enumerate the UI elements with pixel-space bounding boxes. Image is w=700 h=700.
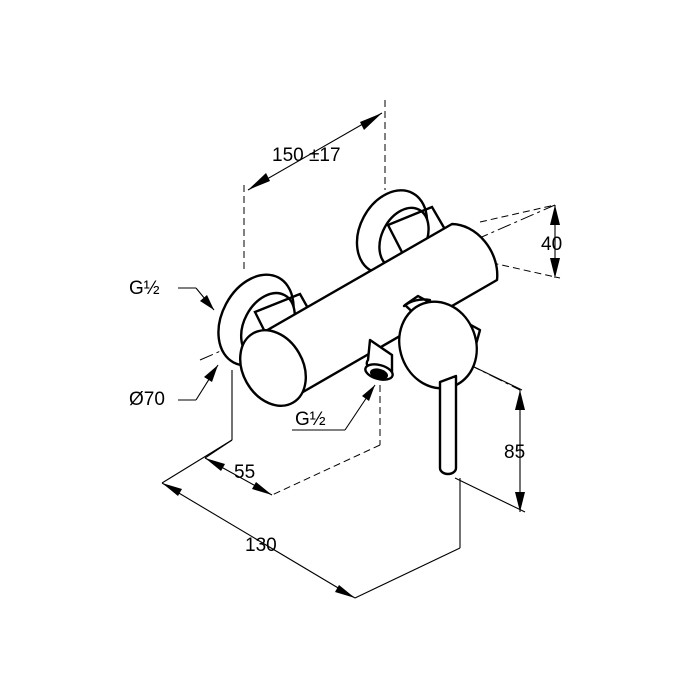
dim-label-diameter: Ø70 — [129, 389, 165, 410]
dim-label-depth-outlet: 55 — [234, 462, 255, 483]
dimension-arrows — [161, 112, 560, 599]
dim-label-height-lever: 85 — [504, 442, 525, 463]
dim-label-thread-bottom: G½ — [295, 409, 326, 430]
lever-cartridge — [398, 294, 482, 390]
outlet-nozzle — [364, 338, 394, 381]
dim-label-depth-total: 130 — [245, 535, 277, 556]
dim-label-thread-left: G½ — [129, 278, 160, 299]
lever-handle — [438, 374, 458, 476]
mixer-body — [239, 222, 499, 407]
dim-label-height-top: 40 — [541, 234, 562, 255]
dim-label-spacing: 150 ±17 — [272, 145, 341, 166]
